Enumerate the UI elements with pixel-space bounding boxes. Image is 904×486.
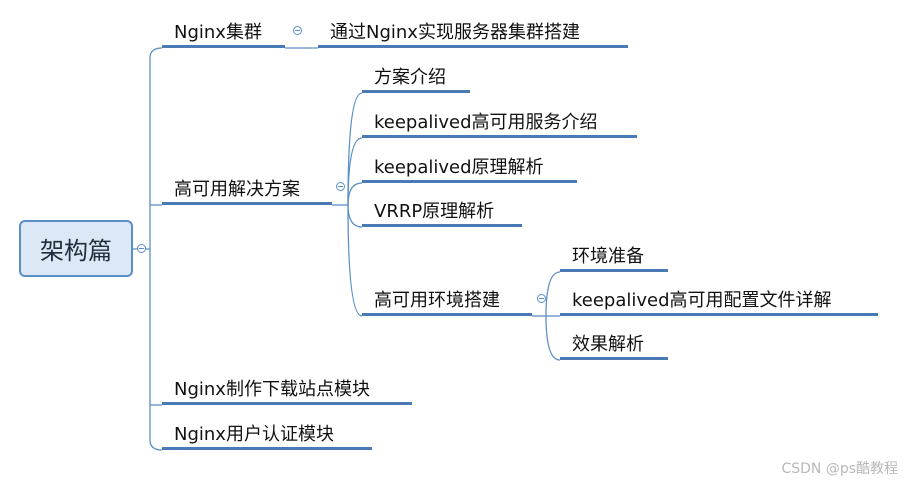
node-nginx-cluster[interactable]: Nginx集群 — [162, 18, 285, 48]
node-label: 高可用解决方案 — [174, 179, 300, 200]
collapse-icon[interactable] — [137, 244, 146, 253]
node-label: Nginx制作下载站点模块 — [174, 379, 370, 400]
node-label: 环境准备 — [572, 246, 644, 267]
node-label: 效果解析 — [572, 334, 644, 355]
node-ha-child-1[interactable]: 方案介绍 — [362, 63, 470, 93]
node-label: VRRP原理解析 — [374, 201, 495, 222]
node-env-child-3[interactable]: 效果解析 — [560, 330, 668, 360]
collapse-icon[interactable] — [537, 294, 546, 303]
node-ha-child-2[interactable]: keepalived高可用服务介绍 — [362, 108, 637, 138]
node-env-child-2[interactable]: keepalived高可用配置文件详解 — [560, 286, 878, 316]
node-ha-child-3[interactable]: keepalived原理解析 — [362, 153, 577, 183]
node-auth-module[interactable]: Nginx用户认证模块 — [162, 420, 372, 450]
node-ha-env[interactable]: 高可用环境搭建 — [362, 286, 532, 316]
node-label: Nginx集群 — [174, 22, 262, 43]
collapse-icon[interactable] — [293, 26, 302, 35]
node-label: keepalived原理解析 — [374, 157, 544, 178]
node-ha-child-4[interactable]: VRRP原理解析 — [362, 197, 522, 227]
node-env-child-1[interactable]: 环境准备 — [560, 242, 668, 272]
node-label: Nginx用户认证模块 — [174, 424, 334, 445]
node-ha-solution[interactable]: 高可用解决方案 — [162, 175, 332, 205]
node-label: keepalived高可用配置文件详解 — [572, 290, 832, 311]
watermark: CSDN @ps酷教程 — [781, 461, 898, 477]
node-label: 高可用环境搭建 — [374, 290, 500, 311]
node-label: keepalived高可用服务介绍 — [374, 112, 598, 133]
collapse-icon[interactable] — [336, 182, 345, 191]
node-label: 方案介绍 — [374, 67, 446, 88]
node-download-module[interactable]: Nginx制作下载站点模块 — [162, 375, 412, 405]
root-label: 架构篇 — [40, 237, 112, 265]
node-label: 通过Nginx实现服务器集群搭建 — [330, 22, 580, 43]
root-node[interactable]: 架构篇 — [19, 220, 133, 277]
node-cluster-setup[interactable]: 通过Nginx实现服务器集群搭建 — [318, 18, 628, 48]
